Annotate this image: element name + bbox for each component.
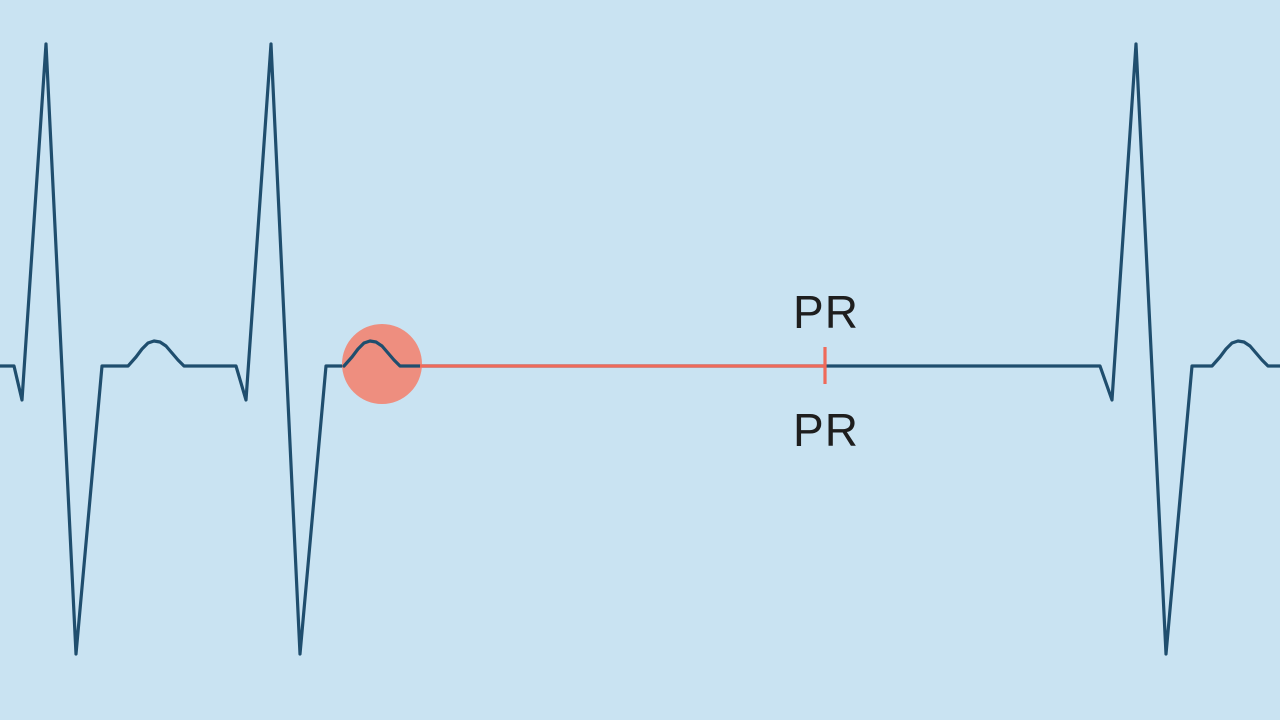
pr-label-top: PR xyxy=(793,286,859,338)
p-wave-highlight xyxy=(342,324,422,404)
pr-label-bottom: PR xyxy=(793,404,859,456)
p-wave-trace xyxy=(342,339,422,368)
